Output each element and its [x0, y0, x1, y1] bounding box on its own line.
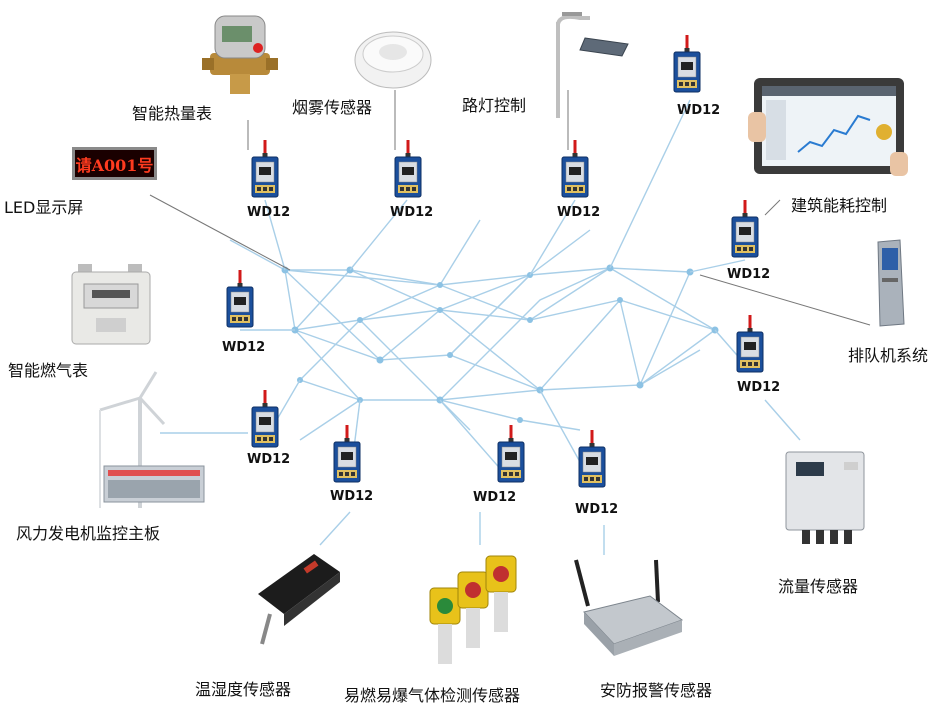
wd12-module-queue	[736, 315, 764, 373]
queue-kiosk-image	[877, 239, 905, 327]
wd12-label-gas-meter: WD12	[222, 340, 266, 355]
wind-turbine-label: 风力发电机监控主板	[16, 524, 161, 543]
security-alarm-image	[574, 559, 684, 656]
flow-sensor-image	[785, 451, 865, 544]
building-energy-image	[748, 78, 908, 176]
heat-meter-label: 智能热量表	[132, 104, 213, 123]
gas-meter-label: 智能燃气表	[8, 361, 89, 380]
wd12-label-top-right: WD12	[677, 103, 721, 118]
gas-meter-image	[71, 264, 151, 345]
wd12-module-security	[578, 430, 606, 488]
wd12-module-energy	[731, 200, 759, 258]
wd12-module-heat	[251, 140, 279, 198]
temp-humidity-image	[258, 554, 340, 645]
street-light-label: 路灯控制	[462, 96, 527, 115]
wind-turbine-image	[99, 371, 205, 508]
wd12-label-light: WD12	[557, 205, 601, 220]
wd12-label-security: WD12	[575, 502, 619, 517]
wd12-module-wind	[251, 390, 279, 448]
building-energy-label: 建筑能耗控制	[791, 196, 888, 215]
street-light-image	[556, 12, 629, 118]
wd12-module-light	[561, 140, 589, 198]
led-display-text: 请A001号	[75, 155, 154, 175]
wd12-module-gas-meter	[226, 270, 254, 328]
smoke-sensor-label: 烟雾传感器	[292, 98, 373, 117]
wd12-module-flammable	[497, 425, 525, 483]
flow-sensor-label: 流量传感器	[778, 577, 859, 596]
wd12-label-smoke: WD12	[390, 205, 434, 220]
wd12-module-temp	[333, 425, 361, 483]
wd12-label-flammable: WD12	[473, 490, 517, 505]
wd12-label-wind: WD12	[247, 452, 291, 467]
wd12-label-heat: WD12	[247, 205, 291, 220]
security-alarm-label: 安防报警传感器	[600, 681, 713, 700]
temp-humidity-label: 温湿度传感器	[195, 680, 292, 699]
wd12-module-top-right	[673, 35, 701, 93]
wd12-label-temp: WD12	[330, 489, 374, 504]
wd12-module-smoke	[394, 140, 422, 198]
led-display-image: 请A001号	[72, 147, 157, 180]
wd12-label-energy: WD12	[727, 267, 771, 282]
flammable-gas-label: 易燃易爆气体检测传感器	[344, 686, 521, 705]
flammable-gas-image	[429, 555, 517, 664]
queue-system-label: 排队机系统	[848, 346, 929, 365]
mesh-network	[229, 219, 716, 441]
led-display-label: LED显示屏	[4, 198, 84, 217]
heat-meter-image	[202, 15, 278, 94]
wd12-label-queue: WD12	[737, 380, 781, 395]
smoke-sensor-image	[354, 31, 432, 89]
